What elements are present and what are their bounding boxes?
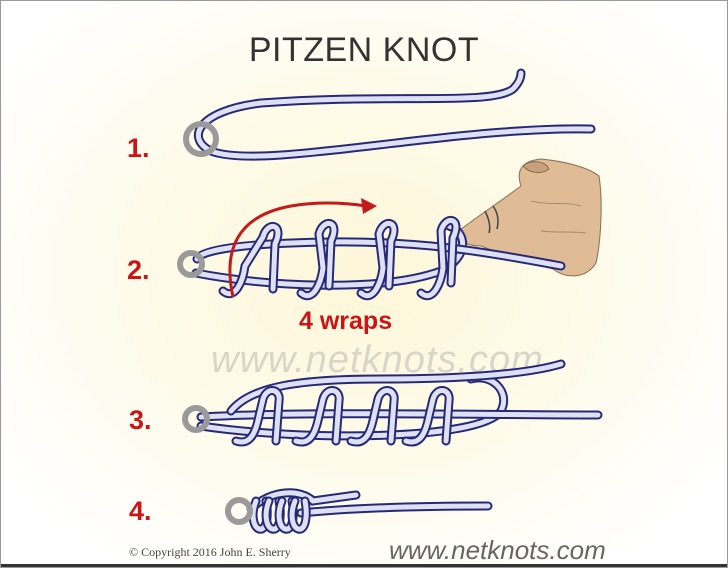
rope-step-3-tag bbox=[226, 359, 566, 416]
rope-step-4-main bbox=[296, 501, 493, 518]
page-title: PITZEN KNOT bbox=[248, 31, 480, 69]
wrap-step-4-4 bbox=[287, 496, 311, 534]
hand-illustration bbox=[455, 158, 602, 277]
wrap-step-3-1 bbox=[231, 386, 284, 447]
ring-step-3 bbox=[182, 405, 210, 433]
step-number-3: 3. bbox=[129, 405, 152, 435]
wrap-step-3-4 bbox=[401, 386, 454, 447]
rings bbox=[177, 121, 253, 525]
step-number-2: 2. bbox=[127, 255, 150, 285]
bottom-border bbox=[1, 564, 727, 567]
rope-paths bbox=[191, 68, 603, 534]
step-number-4: 4. bbox=[129, 496, 152, 526]
rope-step-3-loop bbox=[196, 373, 509, 441]
step-number-1: 1. bbox=[127, 133, 150, 163]
wrap-step-3-3 bbox=[346, 386, 399, 447]
wraps-label: 4 wraps bbox=[299, 307, 393, 335]
wrap-step-2-3 bbox=[356, 219, 399, 300]
ring-step-1 bbox=[183, 121, 219, 157]
arrow-head-icon bbox=[361, 198, 377, 214]
wrap-step-2-2 bbox=[296, 219, 339, 300]
rope-step-2-lower bbox=[191, 221, 468, 290]
ring-step-2 bbox=[177, 250, 205, 278]
wrap-direction-arrow bbox=[228, 201, 367, 298]
wrap-step-2-1 bbox=[218, 222, 283, 298]
site-url: www.netknots.com bbox=[389, 535, 606, 565]
rope-step-1 bbox=[193, 68, 596, 161]
ring-step-4 bbox=[225, 497, 253, 525]
wrap-step-3-2 bbox=[291, 386, 344, 447]
copyright: © Copyright 2016 John E. Sherry bbox=[129, 545, 291, 559]
wrap-step-2-4 bbox=[416, 216, 461, 300]
rope-step-2-upper bbox=[192, 237, 566, 271]
